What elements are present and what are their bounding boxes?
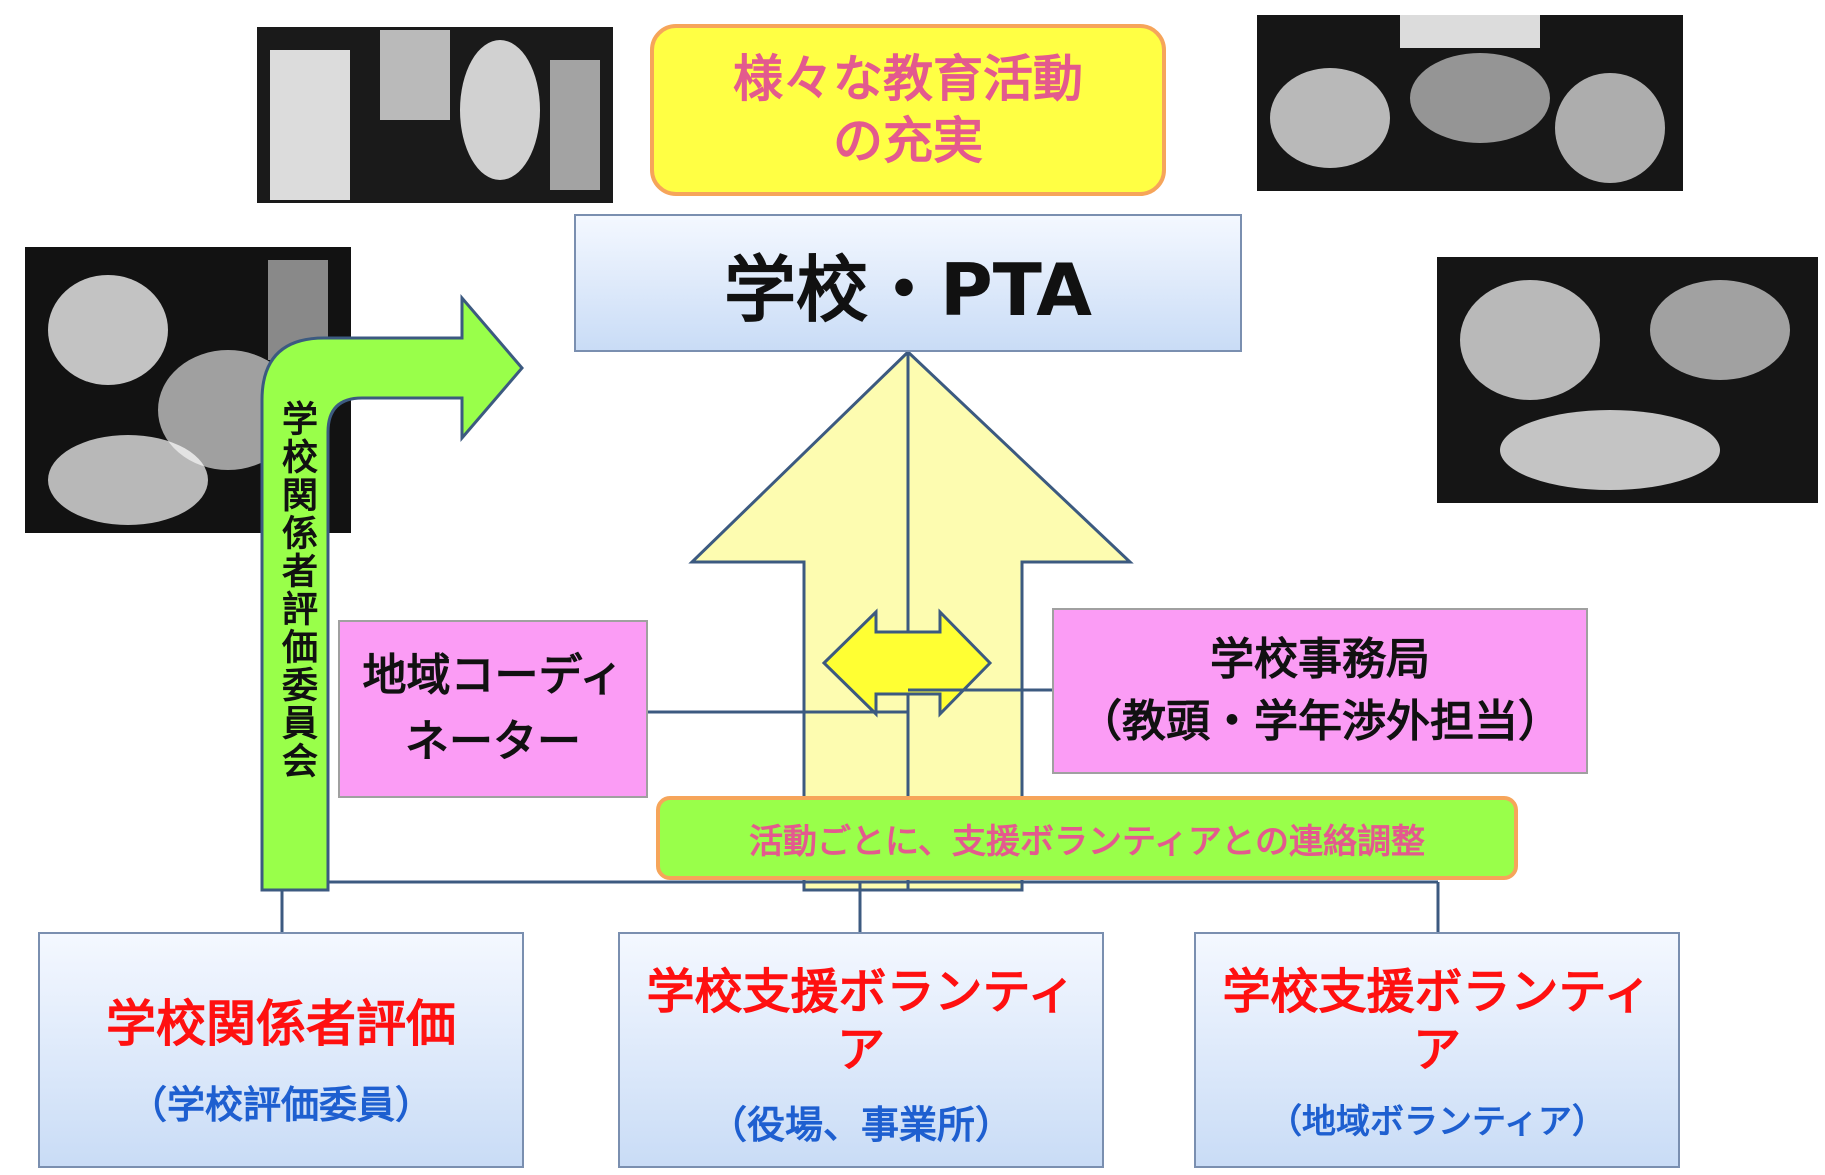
office-line-2: （教頭・学年渉外担当） — [1078, 696, 1562, 747]
coordinator-line-2: ネーター — [405, 716, 581, 767]
school-evaluation-subtitle: （学校評価委員） — [128, 1083, 433, 1127]
volunteer-office-box: 学校支援ボランティ ア （役場、事業所） — [618, 932, 1104, 1168]
banner-line-1: 様々な教育活動 — [733, 50, 1083, 108]
volunteer-office-title-line2: ア — [836, 1022, 885, 1078]
bent-arrow-icon — [260, 293, 524, 892]
volunteer-office-title: 学校支援ボランティ — [646, 964, 1076, 1020]
school-evaluation-box: 学校関係者評価 （学校評価委員） — [38, 932, 524, 1168]
education-activities-banner: 様々な教育活動 の充実 — [650, 24, 1166, 196]
school-evaluation-title: 学校関係者評価 — [106, 995, 456, 1053]
school-pta-box: 学校・PTA — [574, 214, 1242, 352]
coordinator-box: 地域コーディ ネーター — [338, 620, 648, 798]
volunteer-community-box: 学校支援ボランティ ア （地域ボランティア） — [1194, 932, 1680, 1168]
volunteer-community-title-line2: ア — [1412, 1022, 1461, 1078]
volunteer-office-subtitle: （役場、事業所） — [708, 1103, 1013, 1147]
banner-line-2: の充実 — [833, 112, 983, 170]
photo-group-activity — [1250, 8, 1690, 198]
evaluation-committee-label: 学校関係者評価委員会 — [276, 400, 317, 780]
office-line-1: 学校事務局 — [1210, 634, 1430, 685]
liaison-label: 活動ごとに、支援ボランティアとの連絡調整 — [749, 821, 1425, 862]
school-pta-label: 学校・PTA — [723, 247, 1093, 332]
volunteer-community-subtitle: （地域ボランティア） — [1268, 1102, 1606, 1142]
volunteer-community-title: 学校支援ボランティ — [1222, 964, 1652, 1020]
coordinator-line-1: 地域コーディ — [362, 650, 624, 701]
photo-cooking-activity — [1430, 250, 1825, 510]
liaison-banner: 活動ごとに、支援ボランティアとの連絡調整 — [656, 796, 1518, 880]
photo-school-activity — [250, 20, 620, 210]
up-arrow-icon — [688, 349, 1134, 892]
school-office-box: 学校事務局 （教頭・学年渉外担当） — [1052, 608, 1588, 774]
